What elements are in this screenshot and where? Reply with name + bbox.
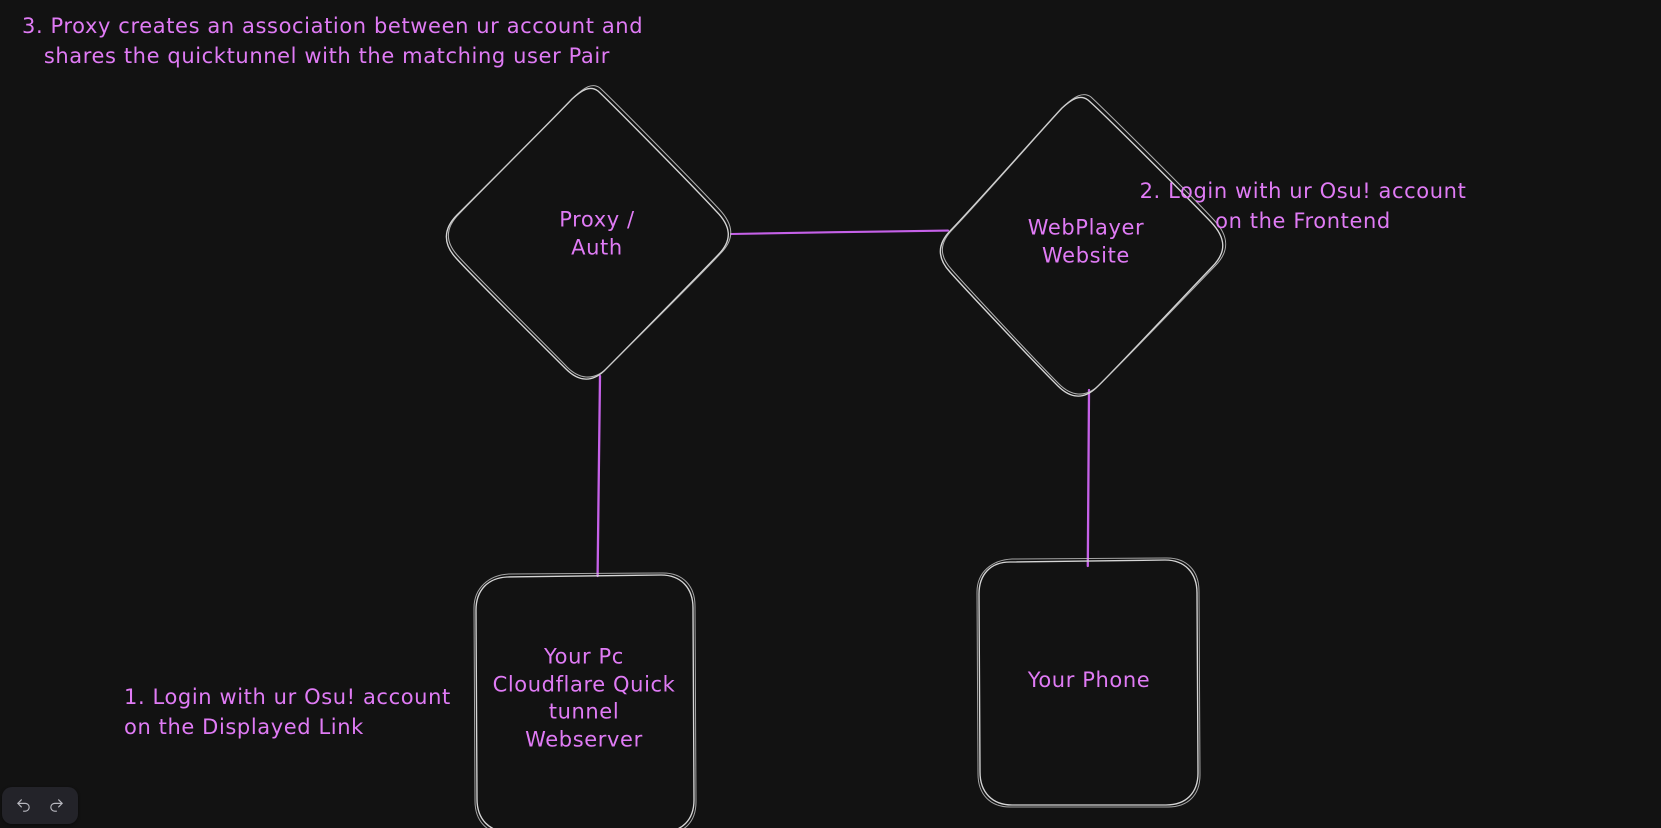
- node-your-phone[interactable]: [976, 557, 1201, 808]
- redo-arrow-icon: [48, 797, 65, 814]
- connector-proxy-to-pc[interactable]: [596, 374, 602, 578]
- redo-button[interactable]: [41, 792, 72, 819]
- connector-webplayer-to-phone[interactable]: [1086, 388, 1091, 568]
- connector-proxy-to-webplayer[interactable]: [729, 229, 950, 236]
- node-your-pc[interactable]: [473, 572, 697, 828]
- history-island: [2, 787, 78, 824]
- undo-arrow-icon: [15, 797, 32, 814]
- node-proxy-auth[interactable]: [445, 85, 732, 380]
- node-webplayer-website[interactable]: [939, 94, 1227, 397]
- undo-button[interactable]: [8, 792, 39, 819]
